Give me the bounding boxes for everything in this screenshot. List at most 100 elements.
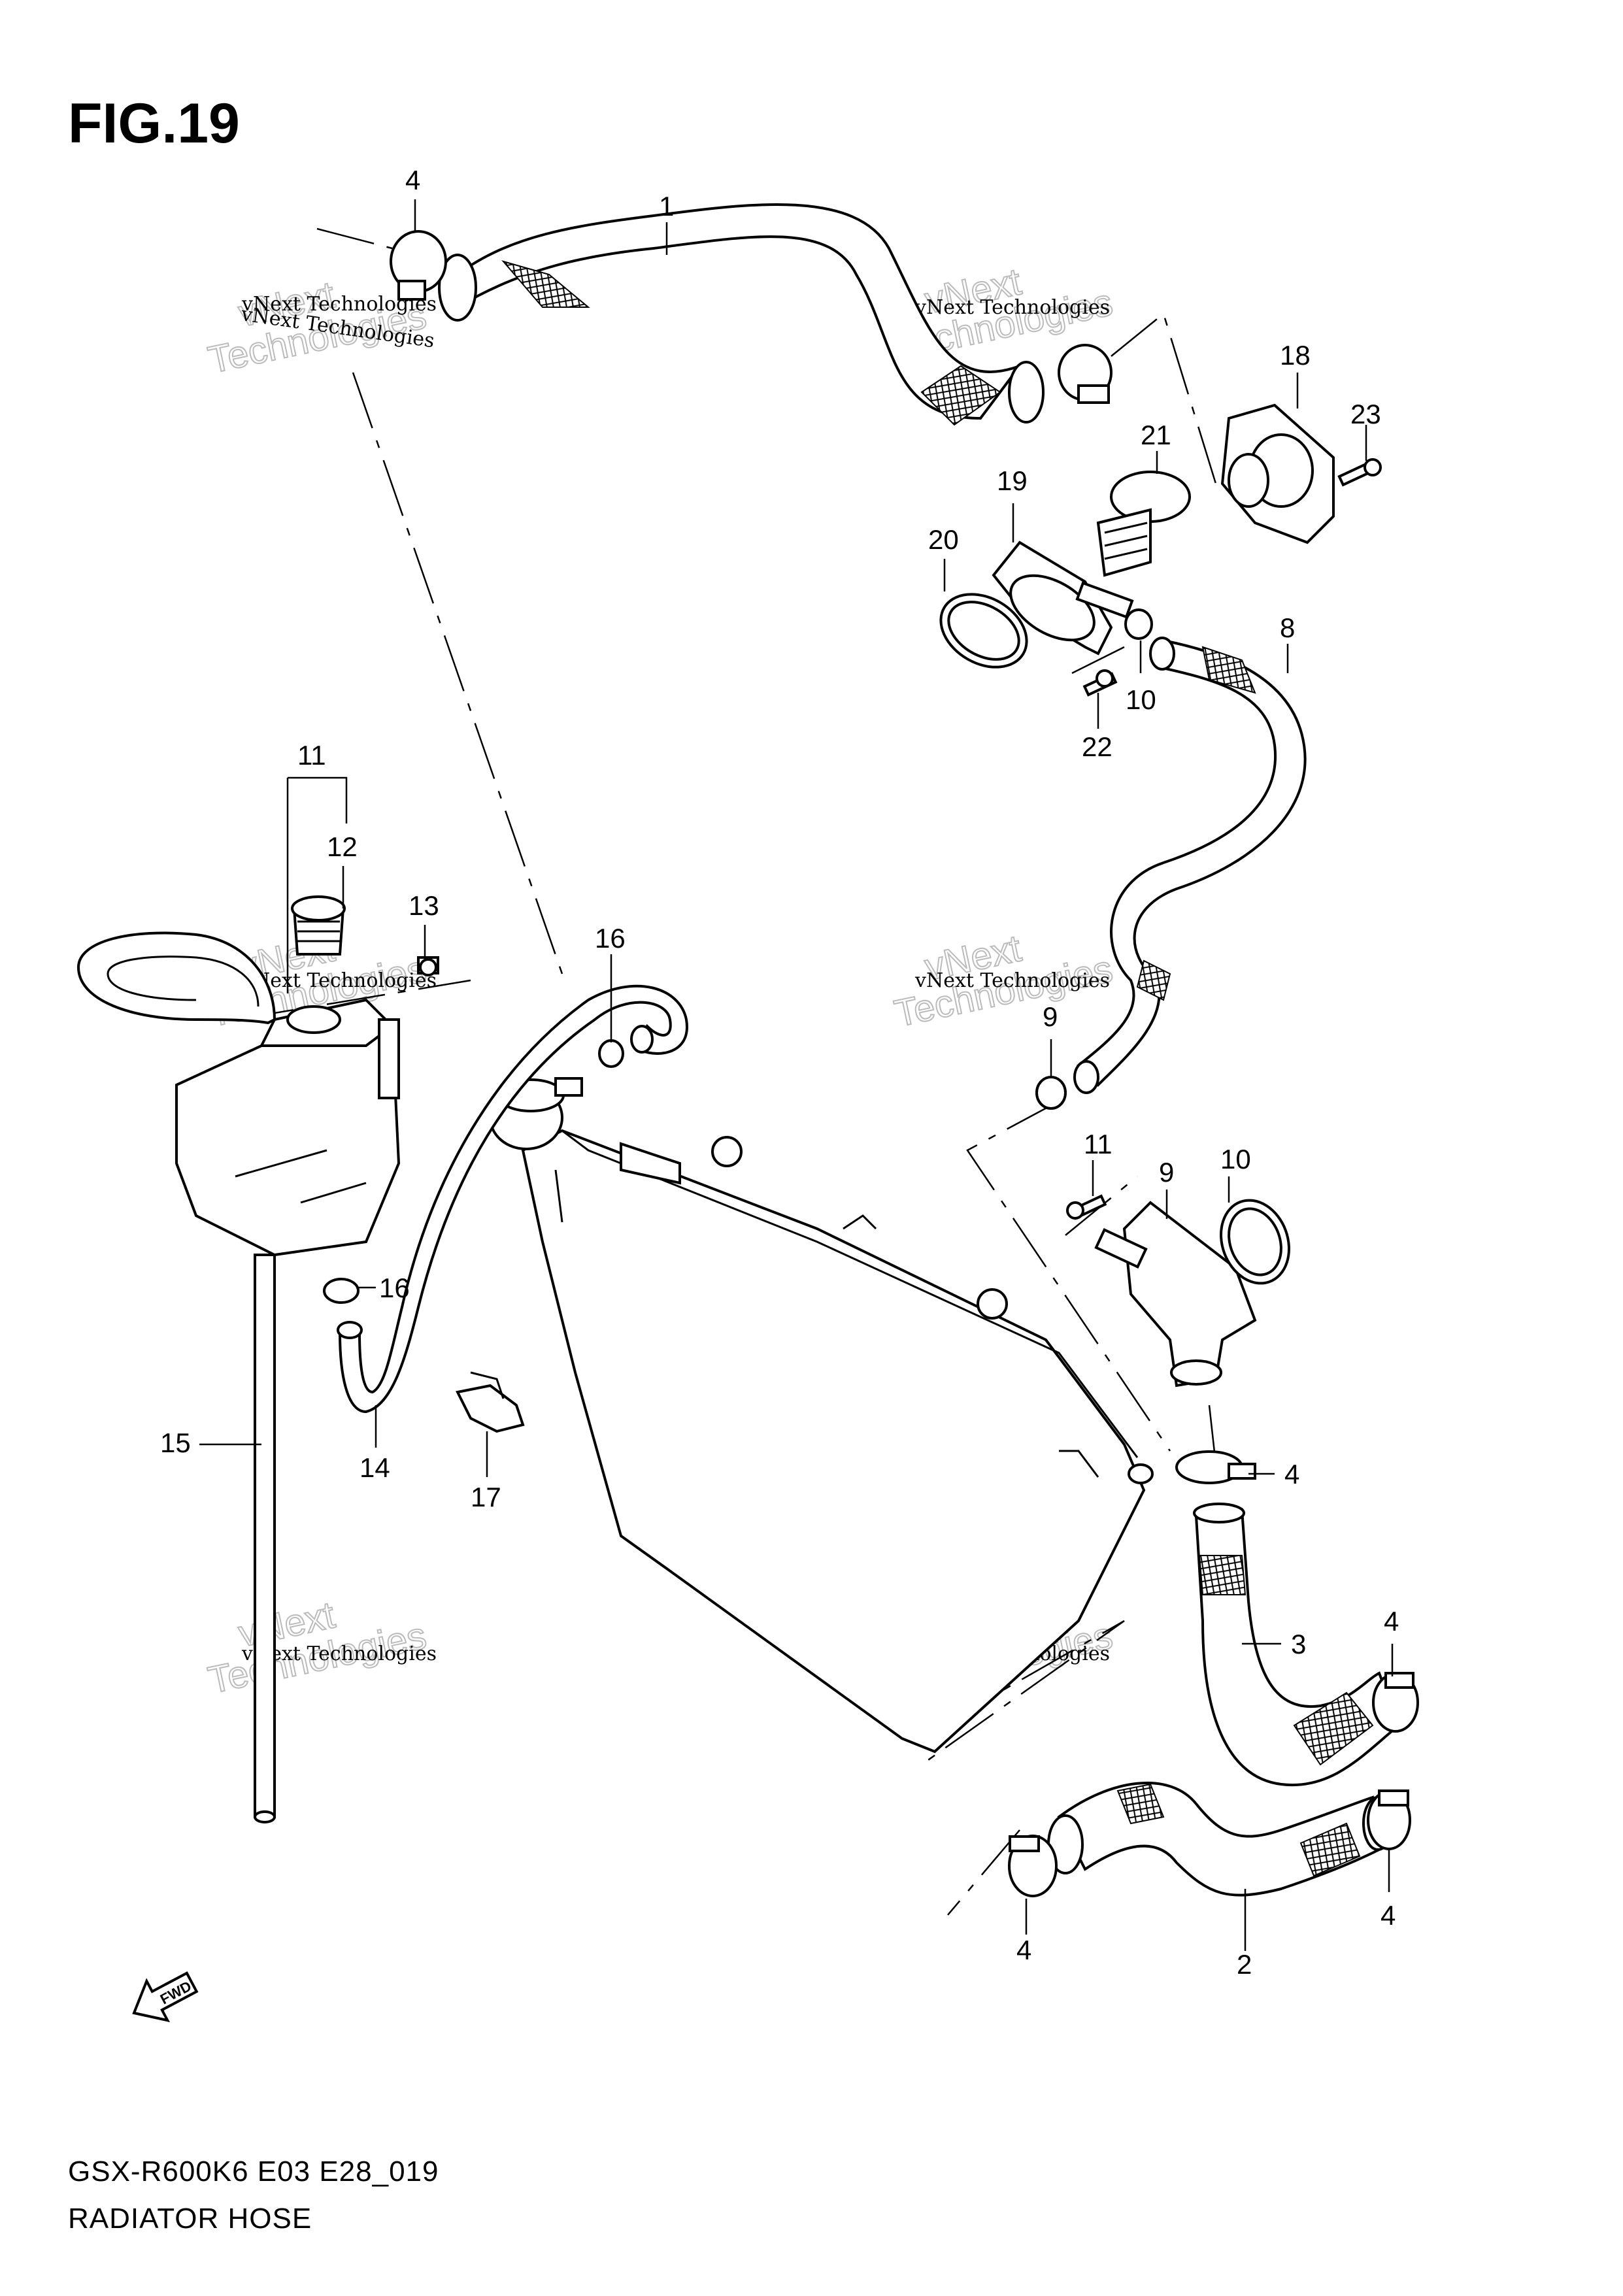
callout-5: 9 bbox=[1159, 1157, 1174, 1188]
radiator-hose-2 bbox=[1047, 1781, 1394, 1897]
radiator-bracket-a bbox=[620, 1142, 681, 1185]
radiator-outlet-stub bbox=[1059, 1450, 1099, 1478]
clamp-4-hose2-right bbox=[1367, 1789, 1411, 1850]
callout-20: 20 bbox=[928, 524, 959, 555]
clamp-screw bbox=[1378, 1789, 1409, 1806]
callout-7: 11 bbox=[1084, 1129, 1113, 1159]
drain-hose-15 bbox=[254, 1254, 276, 1823]
o-ring-20 bbox=[939, 593, 1028, 669]
clamp-4-hose2-left bbox=[1008, 1835, 1058, 1897]
figure-title: FIG.19 bbox=[68, 92, 240, 155]
callout-18: 18 bbox=[1280, 340, 1311, 371]
callout-21: 21 bbox=[1141, 420, 1171, 450]
model-code: GSX-R600K6 E03 E28_019 bbox=[68, 2155, 439, 2188]
radiator-hose-1 bbox=[438, 203, 1045, 426]
clamp-17-hook bbox=[470, 1371, 505, 1399]
radiator-hose-3 bbox=[1193, 1503, 1401, 1787]
clamp-16-lower bbox=[323, 1278, 360, 1304]
thermostat-body bbox=[1096, 508, 1152, 577]
callout-9: 9 bbox=[1043, 1001, 1058, 1032]
bolt-22 bbox=[1082, 669, 1118, 697]
breather-loop-outer bbox=[76, 931, 276, 1025]
thermostat-21 bbox=[1096, 471, 1191, 577]
breather-loop-inner bbox=[107, 956, 259, 1007]
callout-16-top: 16 bbox=[595, 923, 626, 954]
callout-4-mid: 4 bbox=[1284, 1459, 1299, 1489]
callout-12: 12 bbox=[327, 831, 358, 862]
align-line-lower bbox=[921, 1620, 1125, 1766]
callout-11: 11 bbox=[297, 740, 326, 771]
bolt-head bbox=[1066, 1201, 1084, 1220]
o-ring-inner bbox=[1228, 1207, 1282, 1276]
drain-hose-end bbox=[254, 1810, 276, 1823]
bolt-head bbox=[1364, 458, 1382, 476]
o-ring-6 bbox=[1220, 1199, 1290, 1285]
hose-8-end-top bbox=[1149, 637, 1175, 671]
align-line-hose2 bbox=[947, 1829, 1020, 1916]
thermostat-case-19 bbox=[992, 541, 1134, 656]
radiator-mount-lower bbox=[977, 1288, 1008, 1320]
clamp-screw bbox=[1384, 1672, 1414, 1689]
radiator-side-line bbox=[554, 1169, 563, 1223]
fitting-outlet bbox=[1170, 1359, 1222, 1386]
o-ring-inner bbox=[947, 601, 1020, 661]
hose-3-mesh-top bbox=[1198, 1555, 1247, 1595]
hose-14-end-top bbox=[630, 1025, 654, 1054]
case-bore bbox=[1009, 574, 1096, 642]
hose-1-mesh-left bbox=[501, 260, 590, 308]
cap-nipple bbox=[554, 1077, 583, 1097]
align-line-hose1-cap bbox=[1111, 312, 1217, 484]
callout-1: 1 bbox=[659, 191, 674, 222]
watermark-small-4: vNext Technologies bbox=[914, 969, 1110, 992]
hose-2-mesh-right bbox=[1299, 1822, 1361, 1877]
reservoir-tank-11 bbox=[175, 895, 401, 1257]
callout-labels: 4 1 18 23 21 19 20 10 22 8 9 11 9 10 4 3… bbox=[160, 165, 1399, 1980]
callout-8: 8 bbox=[1280, 612, 1295, 643]
clamp-ring bbox=[1035, 1076, 1067, 1110]
hose-8-mesh-top bbox=[1201, 646, 1256, 694]
callout-15: 15 bbox=[160, 1427, 191, 1458]
clamp-top-right bbox=[1058, 344, 1113, 404]
outlet-fitting-5 bbox=[1094, 1201, 1257, 1388]
case-nipple bbox=[1075, 581, 1134, 619]
tank-bracket bbox=[378, 1018, 400, 1099]
callout-4-hose3: 4 bbox=[1384, 1606, 1399, 1637]
clamp-4-top-left bbox=[390, 230, 447, 301]
radiator-mount-upper bbox=[711, 1136, 743, 1167]
radiator-hose-8 bbox=[1073, 637, 1307, 1094]
align-line-hose8 bbox=[966, 1100, 1171, 1452]
hose-14-end-bottom bbox=[337, 1321, 363, 1339]
callout-14: 14 bbox=[360, 1452, 390, 1483]
callout-22: 22 bbox=[1082, 731, 1113, 762]
clamp-16-upper bbox=[598, 1039, 624, 1068]
clamp-4-mid bbox=[1175, 1450, 1256, 1484]
tank-neck bbox=[286, 1005, 341, 1034]
callout-13: 13 bbox=[409, 890, 439, 921]
clamp-screw bbox=[1228, 1463, 1256, 1480]
callout-23: 23 bbox=[1350, 399, 1381, 429]
radiator bbox=[521, 1129, 1154, 1754]
align-line-bolt22 bbox=[1071, 646, 1125, 674]
callout-3: 3 bbox=[1291, 1629, 1306, 1659]
tank-cap-top bbox=[291, 895, 346, 922]
hose-3-end-top bbox=[1193, 1503, 1245, 1523]
clamp-4-hose3 bbox=[1372, 1672, 1419, 1733]
fitting-nipple bbox=[1094, 1227, 1148, 1269]
overflow-hose-14 bbox=[337, 984, 688, 1414]
fitting-body bbox=[1122, 1201, 1257, 1388]
align-line-hose1-radiator bbox=[352, 372, 563, 974]
bolt-7 bbox=[1066, 1194, 1107, 1220]
hose-2-mesh-left bbox=[1116, 1783, 1165, 1825]
tank-ribs bbox=[235, 1149, 367, 1204]
hose-8-mesh-bottom bbox=[1136, 959, 1171, 1001]
fwd-arrow-shape bbox=[132, 1971, 199, 2023]
callout-6: 10 bbox=[1220, 1144, 1251, 1174]
callout-2: 2 bbox=[1237, 1949, 1252, 1980]
radiator-core bbox=[521, 1129, 1146, 1754]
bolt-13 bbox=[417, 956, 439, 976]
clamp-9 bbox=[1035, 1076, 1067, 1110]
hose-8-body bbox=[1077, 639, 1307, 1087]
callout-leaders bbox=[199, 199, 1394, 1951]
callout-4-top: 4 bbox=[405, 165, 420, 195]
